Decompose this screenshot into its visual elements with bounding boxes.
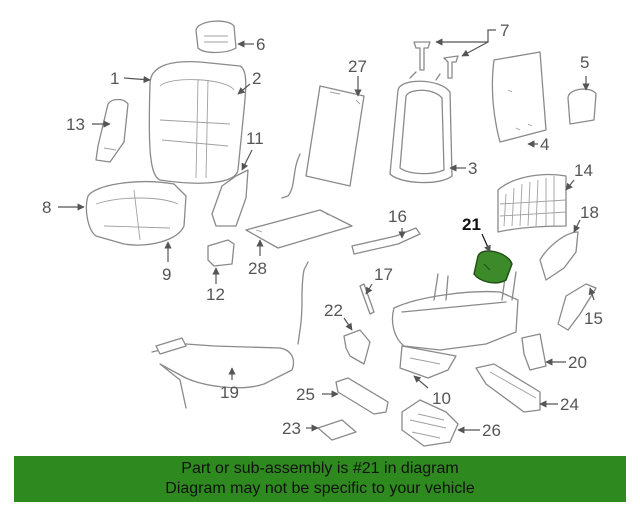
part-21-highlighted [473, 250, 513, 284]
callout-7: 7 [500, 21, 509, 40]
part-26-cover [401, 399, 459, 447]
parts-diagram: 6 1 2 13 8 9 11 12 27 [42, 20, 603, 447]
part-15-trim-strip [557, 283, 597, 331]
part-23-pad [317, 419, 357, 441]
part-1-seat-back [148, 60, 247, 184]
part-10-seat-frame [391, 269, 519, 379]
callout-16: 16 [388, 207, 407, 226]
callout-18: 18 [580, 203, 599, 222]
callout-22: 22 [324, 301, 343, 320]
callout-6: 6 [256, 35, 265, 54]
part-13-side-trim [95, 98, 129, 163]
part-11-back-trim [211, 169, 249, 227]
part-7-bolts [413, 41, 459, 79]
part-28-mat [245, 209, 353, 249]
part-20-bracket [521, 333, 547, 371]
callout-5: 5 [580, 53, 589, 72]
part-27-rear-panel [281, 85, 365, 199]
part-14-spring-mat [497, 173, 567, 233]
part-16-rod [351, 227, 421, 255]
part-22-clip [343, 329, 371, 365]
part-24-side-rail [475, 363, 541, 413]
part-5-trim-cap [567, 88, 597, 125]
callout-15: 15 [584, 309, 603, 328]
part-6-headrest [195, 20, 237, 54]
callout-25: 25 [296, 385, 315, 404]
callout-1: 1 [110, 69, 119, 88]
banner-line-2: Diagram may not be specific to your vehi… [165, 480, 475, 497]
part-12-bracket [207, 239, 235, 267]
callout-4: 4 [540, 135, 549, 154]
callout-12: 12 [206, 285, 225, 304]
callout-19: 19 [220, 383, 239, 402]
part-19-cable [151, 261, 309, 409]
part-25-rail [335, 377, 389, 415]
callout-20: 20 [568, 353, 587, 372]
part-4-back-board [491, 51, 547, 143]
callout-28: 28 [248, 259, 267, 278]
part-8-seat-cushion [85, 181, 187, 246]
callout-13: 13 [66, 115, 85, 134]
callout-24: 24 [560, 395, 579, 414]
part-17-pin [359, 283, 375, 315]
callout-23: 23 [282, 419, 301, 438]
part-3-back-frame [389, 71, 453, 184]
callout-8: 8 [42, 198, 51, 217]
banner-line-1: Part or sub-assembly is #21 in diagram [181, 460, 459, 477]
callout-9: 9 [162, 265, 171, 284]
callout-17: 17 [374, 265, 393, 284]
callout-14: 14 [574, 161, 593, 180]
callout-21: 21 [462, 215, 481, 234]
callout-26: 26 [482, 421, 501, 440]
callout-2: 2 [252, 69, 261, 88]
callout-27: 27 [348, 57, 367, 76]
callout-10: 10 [432, 389, 451, 408]
part-18-side-shield [539, 231, 579, 281]
callout-11: 11 [246, 129, 264, 148]
callout-3: 3 [468, 159, 477, 178]
info-banner: Part or sub-assembly is #21 in diagram D… [14, 456, 626, 502]
